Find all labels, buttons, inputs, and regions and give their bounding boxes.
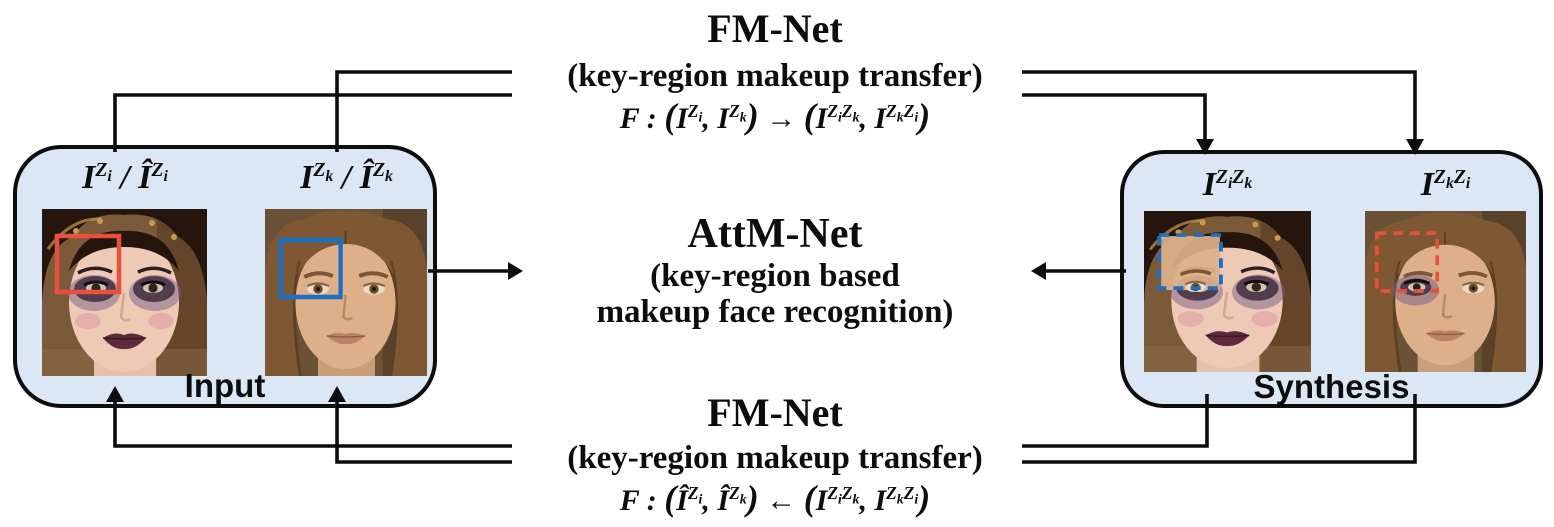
fmnet-top-block: FM-Net (key-region makeup transfer) F : … [567, 6, 983, 141]
input-face2-label: IZk / ÎZk [300, 158, 393, 196]
transferred-plain-eye-patch [1161, 236, 1220, 292]
wire-bottom-fmnet-to-input-left [113, 402, 512, 448]
fmnet-top-title: FM-Net [707, 6, 843, 51]
key-region-red-solid [54, 233, 122, 295]
arrowhead-right-attmnet [508, 262, 523, 280]
fmnet-top-formula: F : (IZi, IZk) → (IZiZk, IZkZi) [619, 96, 931, 136]
input-face1-label: IZi / ÎZi [82, 158, 168, 196]
synthesis-box: IZiZk IZkZi [1120, 150, 1543, 408]
key-region-blue-solid [278, 237, 343, 300]
input-makeup-face-photo [42, 209, 207, 376]
input-box: IZi / ÎZi IZk / ÎZk Input [13, 145, 437, 408]
fmnet-bottom-subtitle: (key-region makeup transfer) [567, 440, 983, 476]
attmnet-subtitle-line1: (key-region based [650, 258, 900, 294]
arrowhead-left-attmnet [1031, 262, 1046, 280]
wire-top-fmnet-to-synthesis-left [1022, 93, 1207, 140]
synthesis-face1-label: IZiZk [1202, 165, 1253, 203]
fmnet-bottom-title: FM-Net [707, 390, 843, 435]
wire-top-input-left-to-fmnet [113, 93, 512, 152]
synthesis-makeup-face-with-plain-eye-photo [1144, 211, 1311, 372]
input-plain-face-photo [265, 209, 427, 376]
input-box-caption: Input [184, 367, 266, 404]
synthesis-face2-label: IZkZi [1420, 165, 1471, 203]
wire-bottom-fmnet-to-input-right [335, 402, 512, 464]
fmnet-bottom-formula: F : (ÎZi, ÎZk) ← (IZiZk, IZkZi) [619, 478, 931, 518]
fmnet-top-subtitle: (key-region makeup transfer) [567, 58, 983, 94]
attmnet-subtitle-line2: makeup face recognition) [596, 294, 954, 330]
wire-top-input-right-to-fmnet [335, 70, 512, 152]
wire-top-fmnet-to-synthesis-right [1022, 70, 1417, 140]
synthesis-plain-face-with-makeup-eye-photo [1365, 211, 1526, 372]
attmnet-title: AttM-Net [687, 211, 863, 257]
key-region-blue-dashed [1157, 233, 1223, 290]
fmnet-bottom-block: FM-Net (key-region makeup transfer) F : … [567, 390, 983, 523]
synthesis-box-caption: Synthesis [1253, 368, 1410, 405]
attmnet-block: AttM-Net (key-region based makeup face r… [597, 210, 954, 330]
